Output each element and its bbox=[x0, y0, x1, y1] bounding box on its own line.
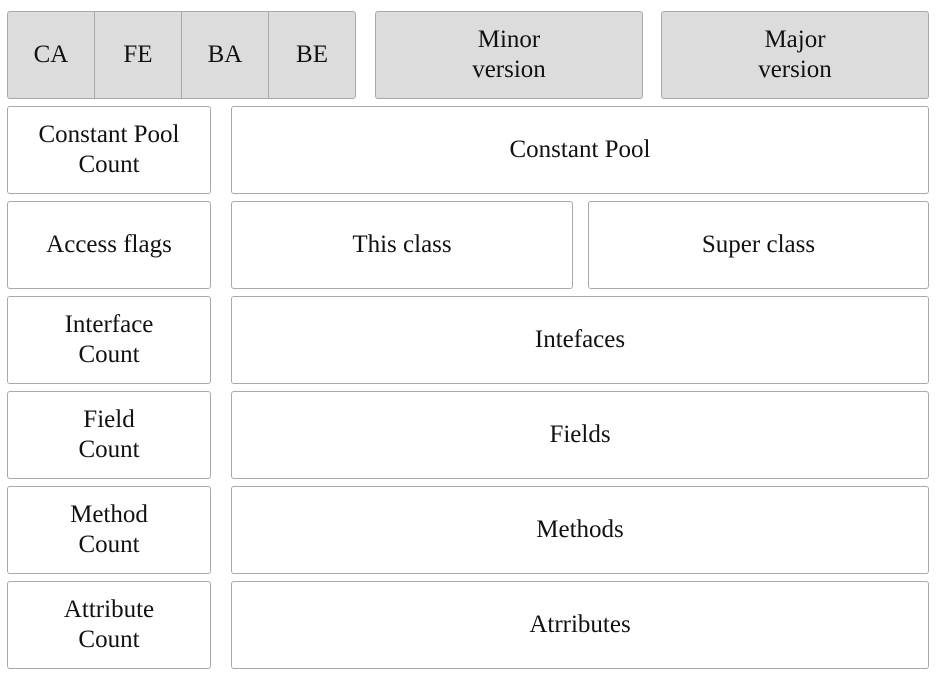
magic-byte-be: BE bbox=[296, 41, 328, 68]
constant-pool-count-box: Constant Pool Count bbox=[7, 106, 211, 194]
magic-byte-ba: BA bbox=[182, 12, 269, 98]
this-class-box: This class bbox=[231, 201, 573, 289]
field-count-box: Field Count bbox=[7, 391, 211, 479]
major-version-box: Major version bbox=[661, 11, 929, 99]
interface-count-box: Interface Count bbox=[7, 296, 211, 384]
fields-box: Fields bbox=[231, 391, 929, 479]
super-class-box: Super class bbox=[588, 201, 929, 289]
attribute-count-box: Attribute Count bbox=[7, 581, 211, 669]
minor-version-box: Minor version bbox=[375, 11, 643, 99]
methods-box: Methods bbox=[231, 486, 929, 574]
constant-pool-box: Constant Pool bbox=[231, 106, 929, 194]
method-count-box: Method Count bbox=[7, 486, 211, 574]
magic-byte-fe: FE bbox=[95, 12, 182, 98]
attributes-box: Atrributes bbox=[231, 581, 929, 669]
interfaces-box: Intefaces bbox=[231, 296, 929, 384]
magic-number-group: CA FE BA BE bbox=[7, 11, 356, 99]
magic-byte-ca: CA bbox=[8, 12, 95, 98]
access-flags-box: Access flags bbox=[7, 201, 211, 289]
